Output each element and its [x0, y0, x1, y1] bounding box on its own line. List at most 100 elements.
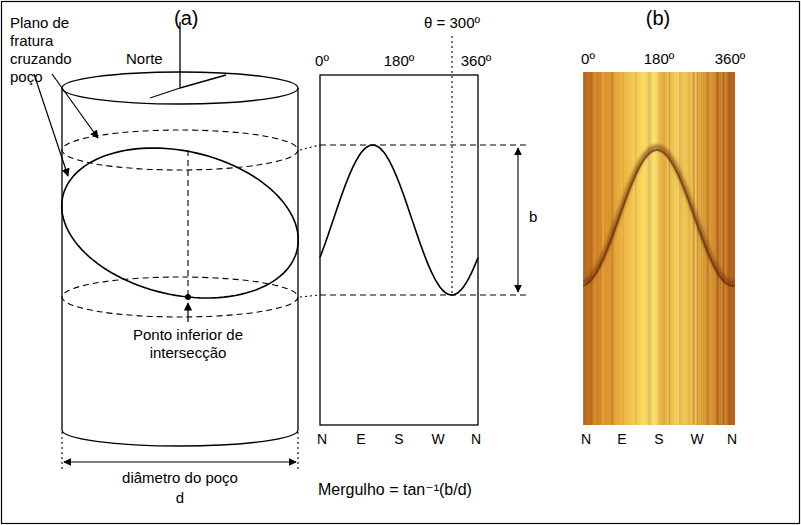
direction-letter: S [394, 431, 403, 448]
texture-streak [693, 72, 694, 425]
log-ground [583, 72, 735, 425]
unrolled-plot [320, 75, 478, 425]
panel-letter: (a) [174, 6, 198, 30]
texture-streak [645, 72, 646, 425]
dimension-arrow [64, 461, 296, 462]
lowest-point [185, 294, 191, 300]
texture-streak [602, 72, 604, 425]
texture-streak [643, 72, 644, 425]
texture-streak [644, 72, 645, 425]
callout-text: Plano de fratura cruzando poço [10, 14, 102, 86]
direction-letter: N [727, 431, 737, 448]
texture-streak [679, 72, 680, 425]
texture-streak [723, 72, 724, 425]
texture-streak [701, 72, 702, 425]
texture-streak [623, 72, 624, 425]
texture-streak [703, 72, 704, 425]
texture-streak [583, 72, 584, 425]
direction-letter: E [617, 431, 626, 448]
dashed-sections [62, 130, 298, 317]
dashed-level [320, 144, 530, 145]
azimuth-tick: 360º [715, 50, 746, 68]
azimuth-tick: 0º [581, 50, 595, 68]
leaders [34, 74, 188, 322]
texture-streak [633, 72, 634, 425]
texture-streak [717, 72, 718, 425]
texture-streak [594, 72, 595, 425]
texture-streak [699, 72, 700, 425]
borehole [62, 72, 298, 446]
direction-letter: W [431, 431, 444, 448]
texture-streak [683, 72, 684, 425]
dimension-symbol: d [176, 489, 184, 507]
texture-streak [668, 72, 669, 425]
texture-streak [679, 72, 680, 425]
wall-left [61, 88, 62, 430]
texture-streak [723, 72, 724, 425]
texture-streak [680, 72, 681, 425]
dashed-level [320, 294, 530, 295]
texture-streak [695, 72, 697, 425]
texture-streak [733, 72, 735, 425]
sine-trace [320, 145, 478, 295]
texture-streak [721, 72, 722, 425]
north-branch [150, 88, 180, 98]
texture-streak [697, 72, 698, 425]
formula: Mergulho = tan⁻¹(b/d) [318, 480, 472, 499]
axis-line [179, 22, 180, 88]
leader-arrow [34, 74, 68, 176]
dimension-label: diâmetro do poço [122, 469, 238, 487]
texture-streak [590, 72, 592, 425]
theta-line [451, 36, 452, 293]
leader-arrow [52, 74, 98, 138]
azimuth-tick: 0º [315, 52, 329, 70]
fracture-ellipse [62, 148, 299, 298]
texture-streak [613, 72, 614, 425]
texture-streak [650, 72, 651, 425]
azimuth-tick: 360º [461, 52, 492, 70]
texture-streak [693, 72, 695, 425]
texture-streak [734, 72, 735, 425]
texture-streak [600, 72, 601, 425]
texture-streak [645, 72, 646, 425]
texture-streak [694, 72, 696, 425]
b-dimension [517, 148, 518, 292]
log-trace [583, 150, 735, 286]
texture-streak [700, 72, 701, 425]
direction-letter: N [471, 431, 481, 448]
texture-streak [717, 72, 718, 425]
azimuth-tick: 180º [644, 50, 675, 68]
projection-lines [300, 36, 530, 297]
texture-streak [716, 72, 718, 425]
callout-text: Ponto inferior de intersecção [122, 326, 254, 362]
texture-streak [611, 72, 612, 425]
texture-streak [668, 72, 669, 425]
dotted-link [300, 295, 320, 297]
lower-section [62, 277, 298, 317]
texture-streak [728, 72, 730, 425]
bottom-ellipse [62, 430, 298, 446]
texture-streak [725, 72, 727, 425]
panel-letter: (b) [646, 6, 670, 30]
texture-streak [594, 72, 595, 425]
texture-streak [649, 72, 651, 425]
texture-streak [635, 72, 636, 425]
leader-arrow [187, 303, 188, 322]
texture-streak [672, 72, 673, 425]
direction-letter: W [690, 431, 703, 448]
wall-right [297, 88, 298, 430]
azimuth-tick: 180º [384, 52, 415, 70]
texture-streak [612, 72, 614, 425]
texture-streak [658, 72, 659, 425]
north-label: Norte [126, 50, 163, 68]
texture-streak [595, 72, 596, 425]
texture-streak [721, 72, 722, 425]
log-texture [583, 72, 734, 425]
texture-streak [693, 72, 694, 425]
extension-line [297, 432, 298, 470]
texture-streak [698, 72, 699, 425]
direction-letter: N [581, 431, 591, 448]
